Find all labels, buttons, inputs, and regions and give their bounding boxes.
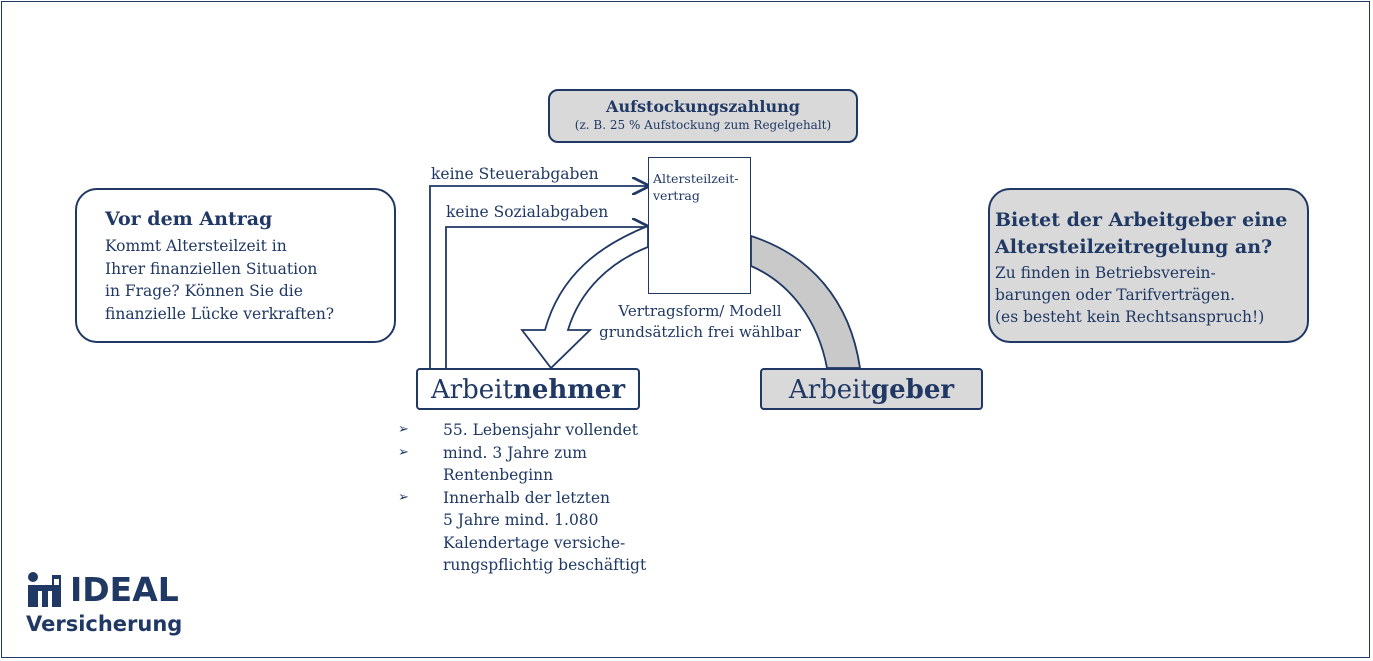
aufstockung-subtitle: (z. B. 25 % Aufstockung zum Regelgehalt) [574, 118, 832, 132]
requirement-item: ➢ Innerhalb der letzten 5 Jahre mind. 1.… [398, 487, 713, 577]
vertrag-label: Altersteilzeit- vertrag [653, 170, 749, 204]
bietet-line: barungen oder Tarifverträgen. [995, 286, 1236, 304]
vertrag-line: Altersteilzeit- [653, 171, 739, 186]
logo-brand: IDEAL [70, 570, 179, 609]
bietet-title-line: Bietet der Arbeitgeber eine [995, 209, 1288, 231]
curved-arrow-to-arbeitnehmer [520, 224, 649, 370]
requirement-line: Rentenbeginn [443, 466, 554, 484]
steuer-connector [429, 186, 648, 368]
vor-dem-antrag-text: Kommt Altersteilzeit in Ihrer finanziell… [105, 235, 395, 325]
vertrag-line: vertrag [653, 188, 700, 203]
requirement-line: 55. Lebensjahr vollendet [443, 421, 638, 439]
vor-dem-antrag-line: finanzielle Lücke verkraften? [105, 304, 335, 323]
sozial-label: keine Sozialabgaben [446, 203, 609, 221]
bietet-line: (es besteht kein Rechtsanspruch!) [995, 308, 1265, 326]
requirement-line: rungspflichtig beschäftigt [443, 556, 647, 574]
vor-dem-antrag-line: Kommt Altersteilzeit in [105, 237, 287, 255]
aufstockung-title: Aufstockungszahlung [606, 97, 800, 116]
bietet-text: Zu finden in Betriebsverein- barungen od… [995, 262, 1307, 328]
vor-dem-antrag-title: Vor dem Antrag [105, 208, 273, 230]
requirement-line: mind. 3 Jahre zum [443, 443, 587, 462]
requirement-item: ➢ mind. 3 Jahre zum Rentenbeginn [398, 442, 713, 487]
vertragsform-line: Vertragsform/ Modell [618, 302, 782, 320]
arbeitnehmer-box: Arbeitnehmer [416, 368, 640, 410]
arbeitgeber-regular: Arbeit [788, 375, 871, 405]
vor-dem-antrag-line: Ihrer finanziellen Situation [105, 259, 318, 278]
requirements-list: ➢ 55. Lebensjahr vollendet ➢ mind. 3 Jah… [398, 419, 713, 577]
vor-dem-antrag-line: in Frage? Können Sie die [105, 282, 303, 300]
aufstockung-box: Aufstockungszahlung (z. B. 25 % Aufstock… [548, 89, 858, 143]
arrow-bullet-icon: ➢ [398, 489, 409, 505]
bietet-title-line: Altersteilzeitregelung an? [995, 236, 1273, 258]
arbeitgeber-box: Arbeitgeber [760, 368, 983, 410]
requirement-line: Innerhalb der letzten [443, 488, 611, 507]
arbeitnehmer-bold: nehmer [512, 375, 626, 405]
vertragsform-line: grundsätzlich frei wählbar [599, 323, 801, 341]
bietet-line: Zu finden in Betriebsverein- [995, 264, 1216, 282]
arrow-bullet-icon: ➢ [398, 444, 409, 460]
bietet-arbeitgeber-box: Bietet der Arbeitgeber eine Altersteilze… [988, 188, 1309, 343]
vertrag-document: Altersteilzeit- vertrag [648, 157, 751, 294]
requirement-item: ➢ 55. Lebensjahr vollendet [398, 419, 713, 442]
arbeitgeber-bold: geber [870, 375, 955, 405]
logo-sub: Versicherung [26, 612, 183, 636]
ideal-logo-icon [28, 572, 61, 607]
vor-dem-antrag-box: Vor dem Antrag Kommt Altersteilzeit in I… [75, 188, 396, 343]
steuer-label: keine Steuerabgaben [431, 165, 599, 183]
bietet-title: Bietet der Arbeitgeber eine Altersteilze… [995, 207, 1307, 261]
vertragsform-label: Vertragsform/ Modell grundsätzlich frei … [585, 301, 815, 343]
sozial-connector [445, 227, 648, 368]
requirement-line: 5 Jahre mind. 1.080 [443, 511, 599, 529]
requirement-line: Kalendertage versiche- [443, 533, 626, 552]
arbeitnehmer-regular: Arbeit [430, 375, 513, 405]
arrow-bullet-icon: ➢ [398, 422, 409, 437]
